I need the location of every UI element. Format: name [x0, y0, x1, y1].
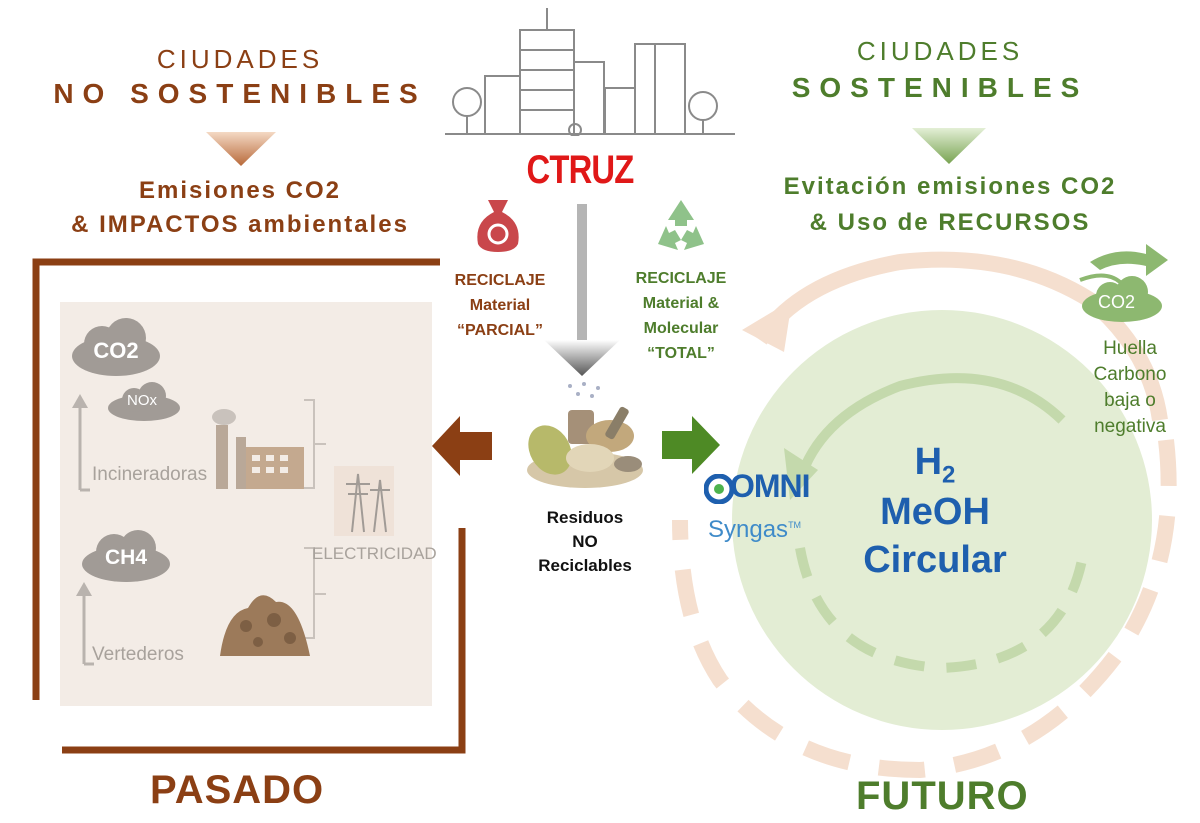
incineradoras-label: Incineradoras [92, 464, 208, 485]
meoh-label: MeOH [880, 491, 990, 533]
residuos-line-1: Residuos [546, 508, 624, 527]
left-down-arrow [206, 132, 276, 166]
reciclaje-parcial-1: RECICLAJE [454, 272, 546, 289]
reciclaje-parcial-2: Material [469, 297, 531, 314]
futuro-label: FUTURO [856, 774, 1029, 818]
up-arrow-icon-2 [76, 582, 94, 666]
residuos-line-2: NO [572, 532, 598, 551]
reciclaje-total-2: Material & [642, 295, 720, 312]
reciclaje-parcial-3: “PARCIAL” [457, 322, 543, 339]
low-carbon-hand-icon [1079, 244, 1168, 322]
h2-subscript: 2 [942, 461, 956, 489]
left-header-small: CIUDADES [156, 44, 324, 74]
nox-cloud-icon [108, 382, 180, 421]
right-down-arrow [912, 128, 986, 164]
panel-bracket-lines [304, 399, 326, 639]
reciclaje-total-3: Molecular [643, 320, 719, 337]
nox-cloud-label: NOx [127, 392, 157, 409]
residuos-line-3: Reciclables [538, 556, 632, 575]
huella-line-2: Carbono [1093, 364, 1167, 385]
landfill-pile-icon [220, 595, 310, 656]
left-header-big: NO SOSTENIBLES [53, 78, 427, 109]
down-gray-arrow [544, 204, 620, 376]
ctruz-logo: CTRUZ [526, 148, 634, 192]
huella-co2-label: CO2 [1098, 292, 1136, 312]
right-green-arrow [662, 416, 720, 474]
co2-cloud-icon [72, 318, 160, 376]
waste-pile-icon [527, 382, 643, 488]
syngas-logo-text: SyngasTM [708, 516, 801, 544]
reciclaje-total-1: RECICLAJE [635, 270, 727, 287]
omni-logo-text: OMNI [730, 468, 811, 504]
recycle-icon [658, 200, 704, 250]
vertederos-label: Vertederos [92, 644, 184, 665]
reciclaje-total-4: “TOTAL” [647, 345, 715, 362]
left-brown-arrow [432, 416, 492, 476]
h2-main: H [914, 441, 943, 483]
huella-line-1: Huella [1103, 338, 1157, 359]
syngas-text: Syngas [708, 516, 789, 543]
right-subtitle-1: Evitación emisiones CO2 [783, 173, 1117, 200]
co2-cloud-label: CO2 [93, 338, 139, 363]
huella-line-4: negativa [1094, 416, 1166, 437]
right-header-small: CIUDADES [856, 36, 1024, 66]
left-subtitle-1: Emisiones CO2 [138, 177, 342, 204]
huella-line-3: baja o [1104, 390, 1156, 411]
circular-label: Circular [863, 539, 1007, 581]
right-header-big: SOSTENIBLES [791, 72, 1089, 103]
power-pylon-icon [334, 466, 394, 536]
factory-icon [212, 409, 304, 489]
left-subtitle-2: & IMPACTOS ambientales [71, 211, 409, 238]
right-subtitle-2: & Uso de RECURSOS [809, 209, 1091, 236]
h2-label: H2 [880, 440, 990, 498]
up-arrow-icon [72, 394, 90, 492]
omni-logo-icon [704, 474, 734, 504]
city-skyline-icon [445, 8, 735, 136]
recycle-bag-icon [477, 200, 519, 252]
ch4-cloud-icon [82, 530, 170, 582]
electricidad-label: ELECTRICIDAD [312, 544, 437, 563]
ch4-cloud-label: CH4 [104, 546, 147, 569]
pasado-label: PASADO [150, 768, 325, 812]
syngas-tm: TM [788, 520, 802, 530]
